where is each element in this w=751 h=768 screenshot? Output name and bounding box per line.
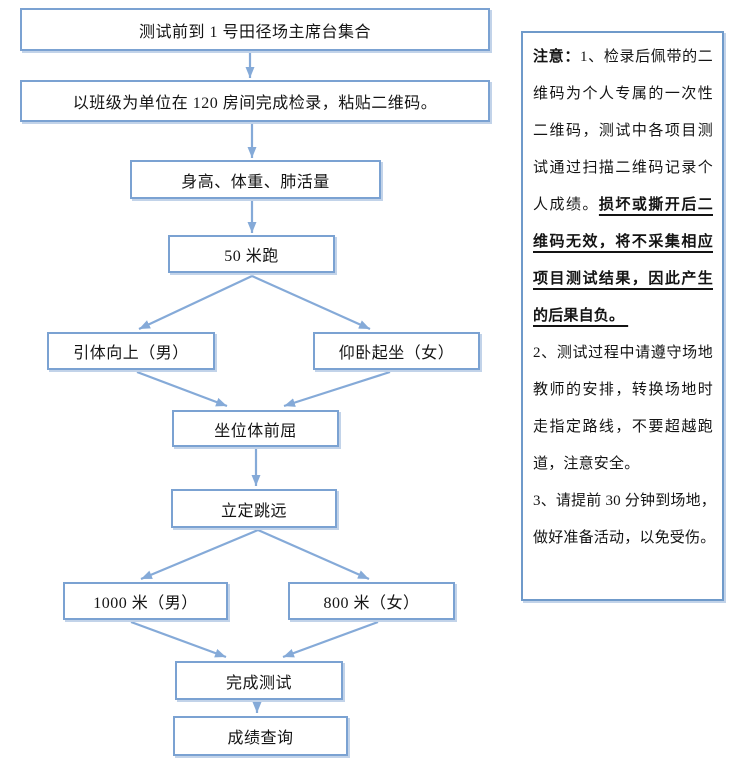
- flow-node-height-weight-lung: 身高、体重、肺活量: [130, 160, 381, 199]
- note-line: 二维码，测试中各项目测: [533, 123, 713, 139]
- note-line: 人成绩。损坏或撕开后二: [533, 197, 713, 213]
- note-line: 做好准备活动，以免受伤。: [533, 530, 716, 546]
- flow-node-run-50m: 50 米跑: [168, 235, 335, 273]
- flow-node-run-1000m-male: 1000 米（男）: [63, 582, 228, 620]
- flow-node-assemble: 测试前到 1 号田径场主席台集合: [20, 8, 490, 51]
- flow-node-finish-test: 完成测试: [175, 661, 343, 700]
- note-line: 道，注意安全。: [533, 456, 640, 472]
- flow-node-run-800m-female: 800 米（女）: [288, 582, 455, 620]
- flow-node-standing-jump: 立定跳远: [171, 489, 337, 528]
- note-line: 试通过扫描二维码记录个: [533, 160, 713, 176]
- note-line: 3、请提前 30 分钟到场地，: [533, 493, 717, 509]
- note-line: 2、测试过程中请遵守场地: [533, 345, 713, 361]
- flow-node-pullup-male: 引体向上（男）: [47, 332, 215, 370]
- arrow-1000m-to-finish: [130, 620, 227, 659]
- arrow-pullup-to-sitreach: [136, 370, 228, 408]
- flow-node-sit-and-reach: 坐位体前屈: [172, 410, 339, 447]
- flow-node-situp-female: 仰卧起坐（女）: [313, 332, 480, 370]
- arrow-800m-to-finish: [282, 620, 379, 659]
- note-line: 维码无效，将不采集相应: [533, 234, 713, 250]
- note-line: 项目测试结果，因此产生: [533, 271, 713, 287]
- arrow-50m-to-pullup: [138, 275, 253, 330]
- notes-panel: 注意：1、检录后佩带的二维码为个人专属的一次性二维码，测试中各项目测试通过扫描二…: [521, 31, 724, 601]
- note-line: 维码为个人专属的一次性: [533, 86, 713, 102]
- note-line: 注意：1、检录后佩带的二: [533, 49, 713, 65]
- note-text: 注意：1、检录后佩带的二维码为个人专属的一次性二维码，测试中各项目测试通过扫描二…: [533, 39, 717, 557]
- arrow-situp-to-sitreach: [283, 370, 391, 408]
- note-line: 走指定路线，不要超越跑: [533, 419, 713, 435]
- arrow-jump-to-800m: [257, 528, 370, 581]
- arrow-jump-to-1000m: [140, 528, 259, 581]
- note-line: 教师的安排，转换场地时: [533, 382, 713, 398]
- flow-node-score-query: 成绩查询: [173, 716, 348, 756]
- note-line: 的后果自负。: [533, 308, 629, 324]
- flow-node-checkin: 以班级为单位在 120 房间完成检录，粘贴二维码。: [20, 80, 490, 122]
- arrow-50m-to-situp: [251, 274, 371, 331]
